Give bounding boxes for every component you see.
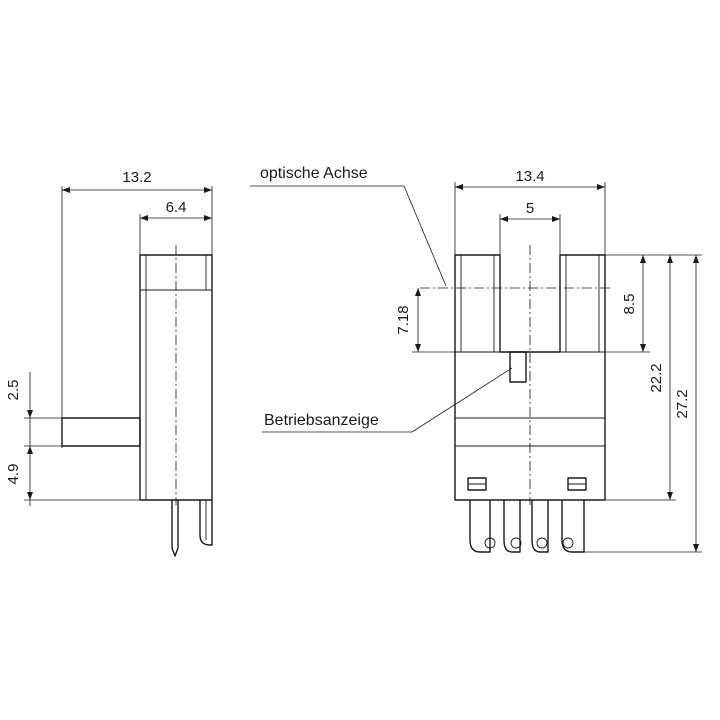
- dim-front-overall-height: 27.2: [674, 389, 691, 418]
- dim-side-connector-height: 2.5: [5, 380, 22, 401]
- optical-axis-leader: [403, 185, 447, 287]
- label-indicator: Betriebsanzeige: [264, 412, 379, 429]
- side-view: 13.2 6.4 2.5 4.9: [5, 169, 213, 557]
- front-view: 13.4 5 7.18 8.5 22.2 27.2: [250, 165, 702, 553]
- dim-side-total-width: 13.2: [122, 169, 151, 186]
- dim-front-slot-depth: 8.5: [621, 294, 638, 315]
- front-pins: [469, 500, 585, 553]
- dim-front-total-width: 13.4: [515, 168, 544, 185]
- side-mounting-tab: [199, 500, 213, 546]
- dim-front-axis-height: 7.18: [395, 305, 412, 334]
- indicator-leader: [411, 367, 513, 433]
- dim-side-top-width: 6.4: [166, 199, 187, 216]
- label-optical-axis: optische Achse: [260, 165, 368, 182]
- dim-front-slot-width: 5: [526, 200, 534, 217]
- front-indicator-led: [509, 351, 527, 383]
- dim-front-body-height: 22.2: [648, 363, 665, 392]
- side-connector: [61, 417, 141, 447]
- dim-side-connector-offset: 4.9: [5, 464, 22, 485]
